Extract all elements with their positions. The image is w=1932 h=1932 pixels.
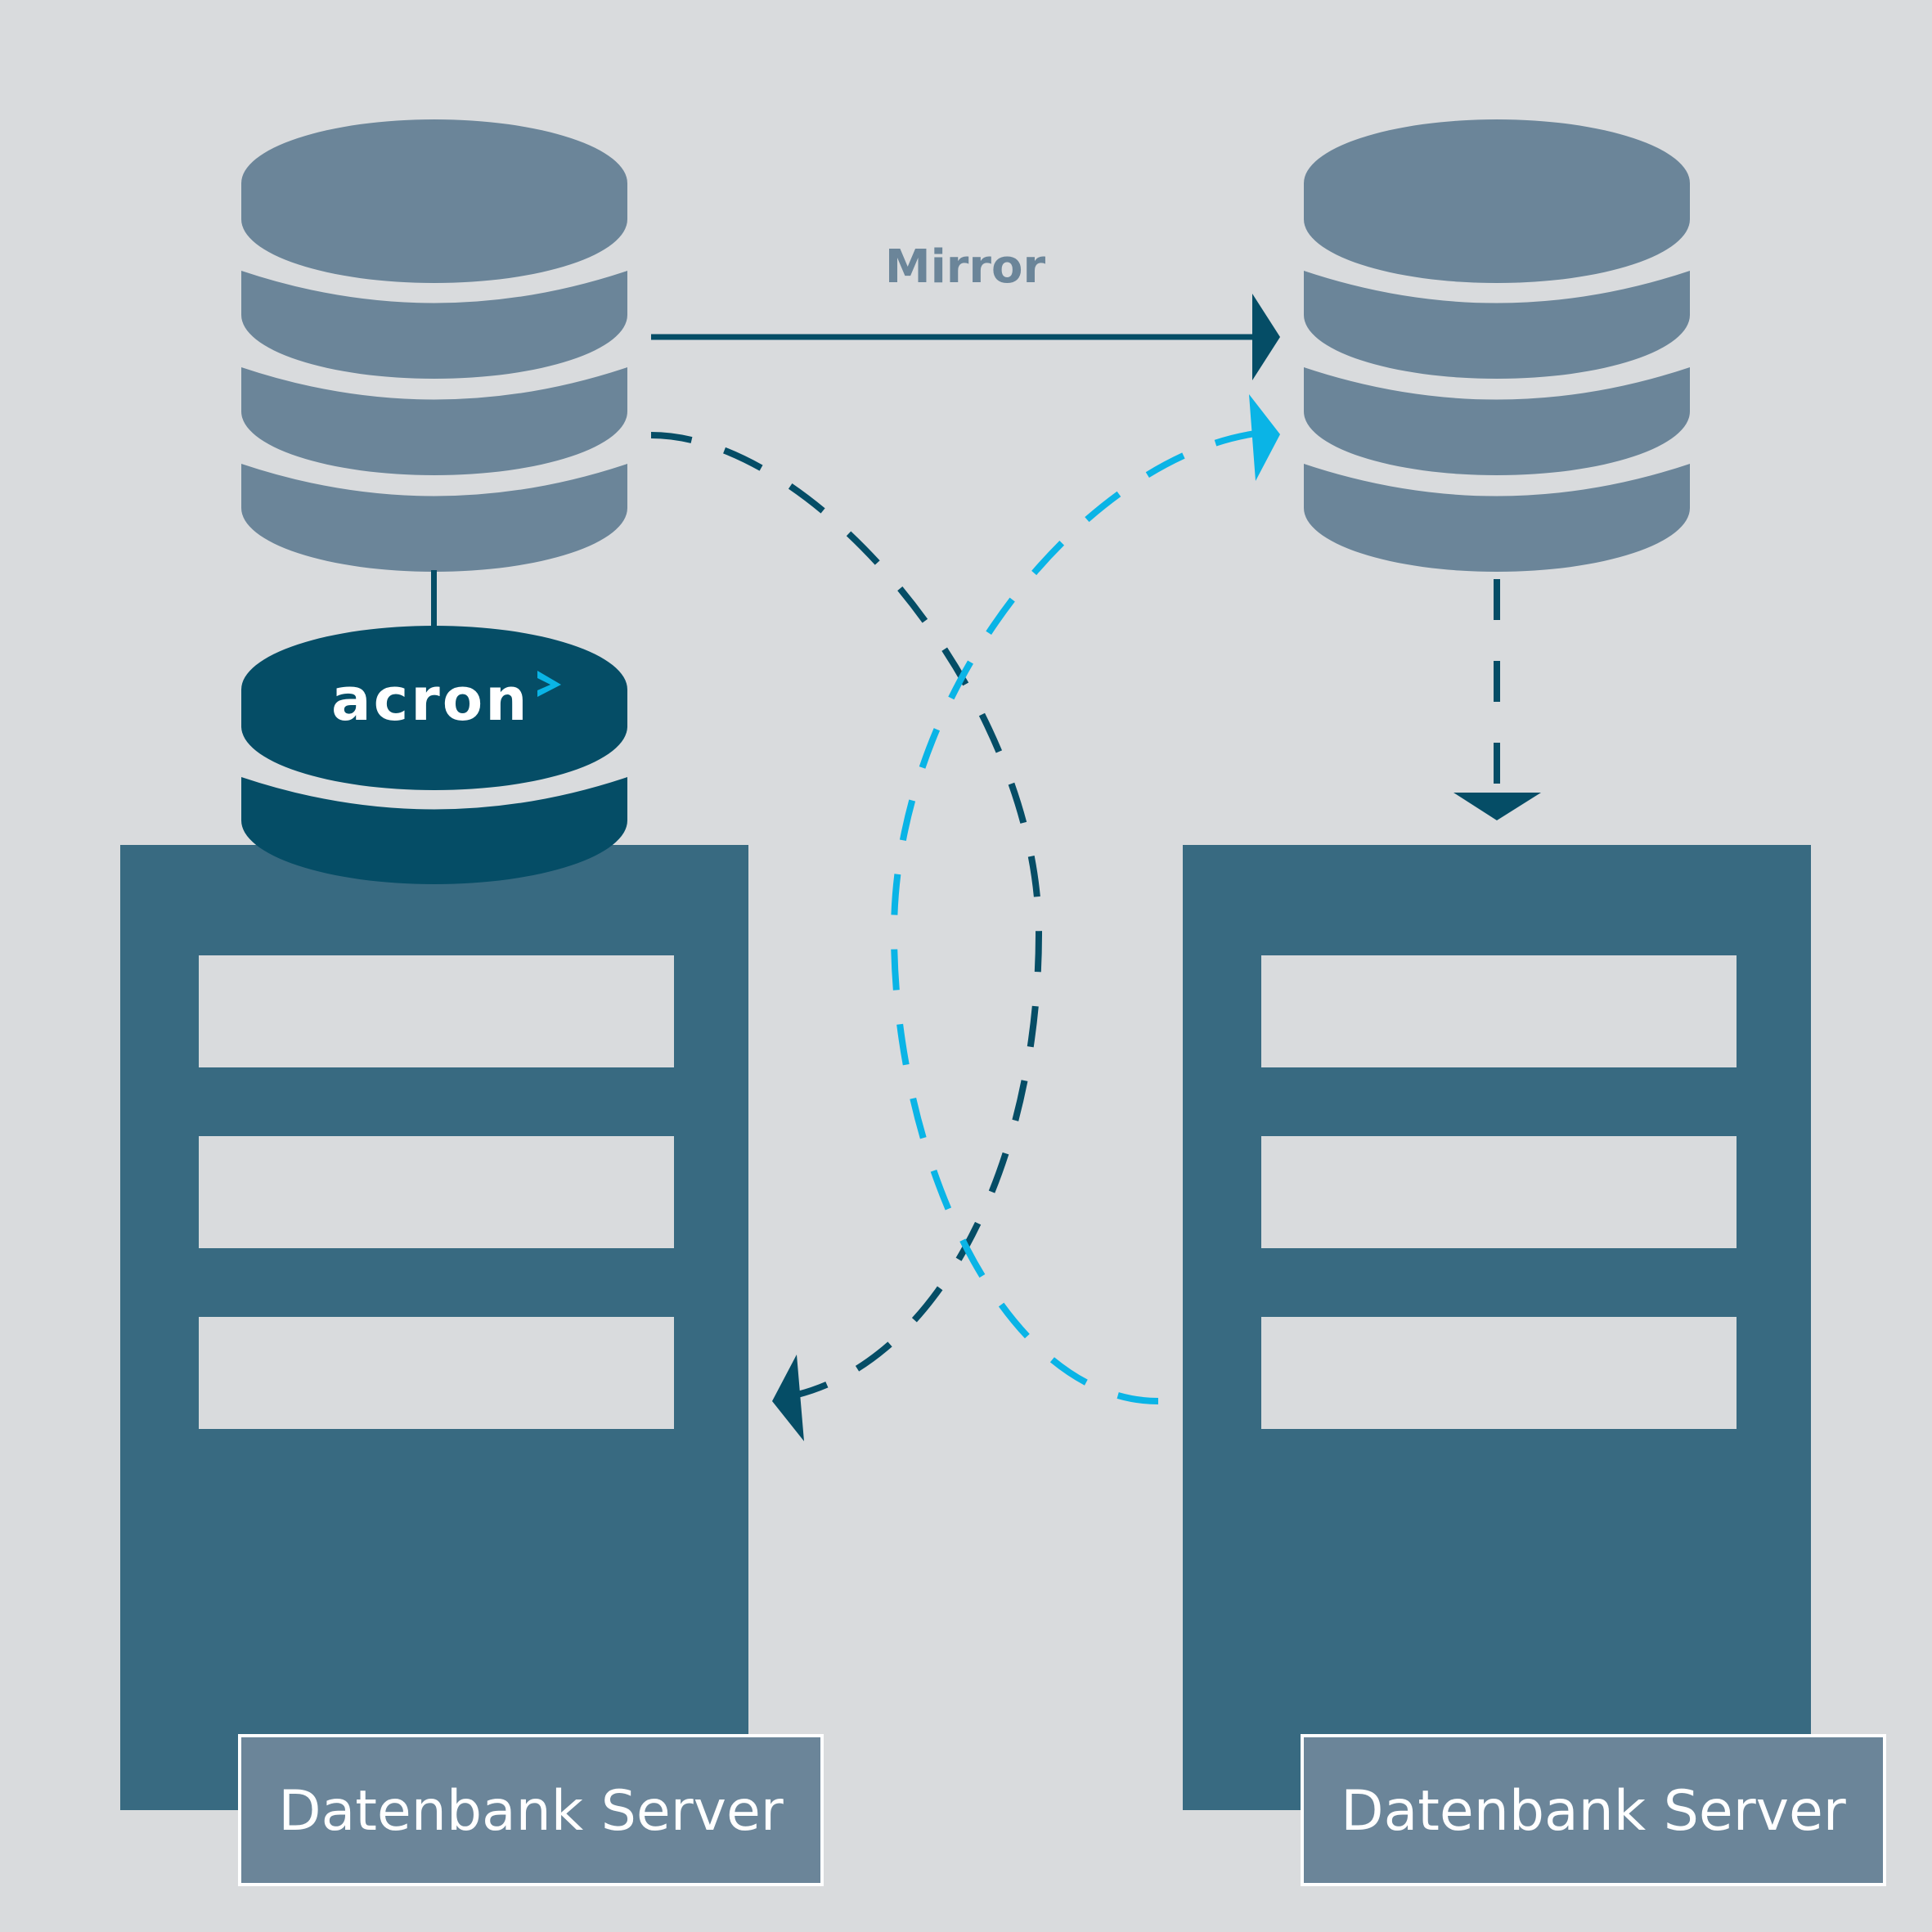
mirror-label: Mirror: [885, 240, 1046, 294]
cyan-arc-arrowhead-icon: [1249, 394, 1280, 481]
left-server-slot: [199, 1317, 674, 1429]
right-down-arrowhead-icon: [1453, 793, 1541, 820]
right-server-label-text: Datenbank Server: [1341, 1779, 1846, 1844]
right-server: [1183, 845, 1811, 1810]
left-server-label-text: Datenbank Server: [278, 1779, 784, 1844]
acron-logo-chevron-icon: [537, 671, 561, 697]
right-server-slot: [1261, 1136, 1737, 1248]
left-database-icon: [241, 119, 627, 572]
acron-database-icon: [241, 626, 627, 884]
right-server-slot: [1261, 1317, 1737, 1429]
left-server-slot: [199, 955, 674, 1067]
left-server-label: Datenbank Server: [238, 1734, 824, 1886]
dark-arc-arrowhead-icon: [772, 1355, 804, 1441]
mirror-arrowhead-icon: [1252, 294, 1280, 380]
right-server-label: Datenbank Server: [1301, 1734, 1886, 1886]
restore-dashed-arc-cyan: [890, 430, 1256, 1404]
left-server-slot: [199, 1136, 674, 1248]
backup-dashed-arc-dark: [650, 432, 1043, 1398]
connector-line: [431, 570, 437, 629]
left-server: [120, 845, 748, 1810]
right-database-icon: [1304, 119, 1690, 572]
acron-logo-text: acron: [331, 665, 530, 734]
right-server-slot: [1261, 955, 1737, 1067]
